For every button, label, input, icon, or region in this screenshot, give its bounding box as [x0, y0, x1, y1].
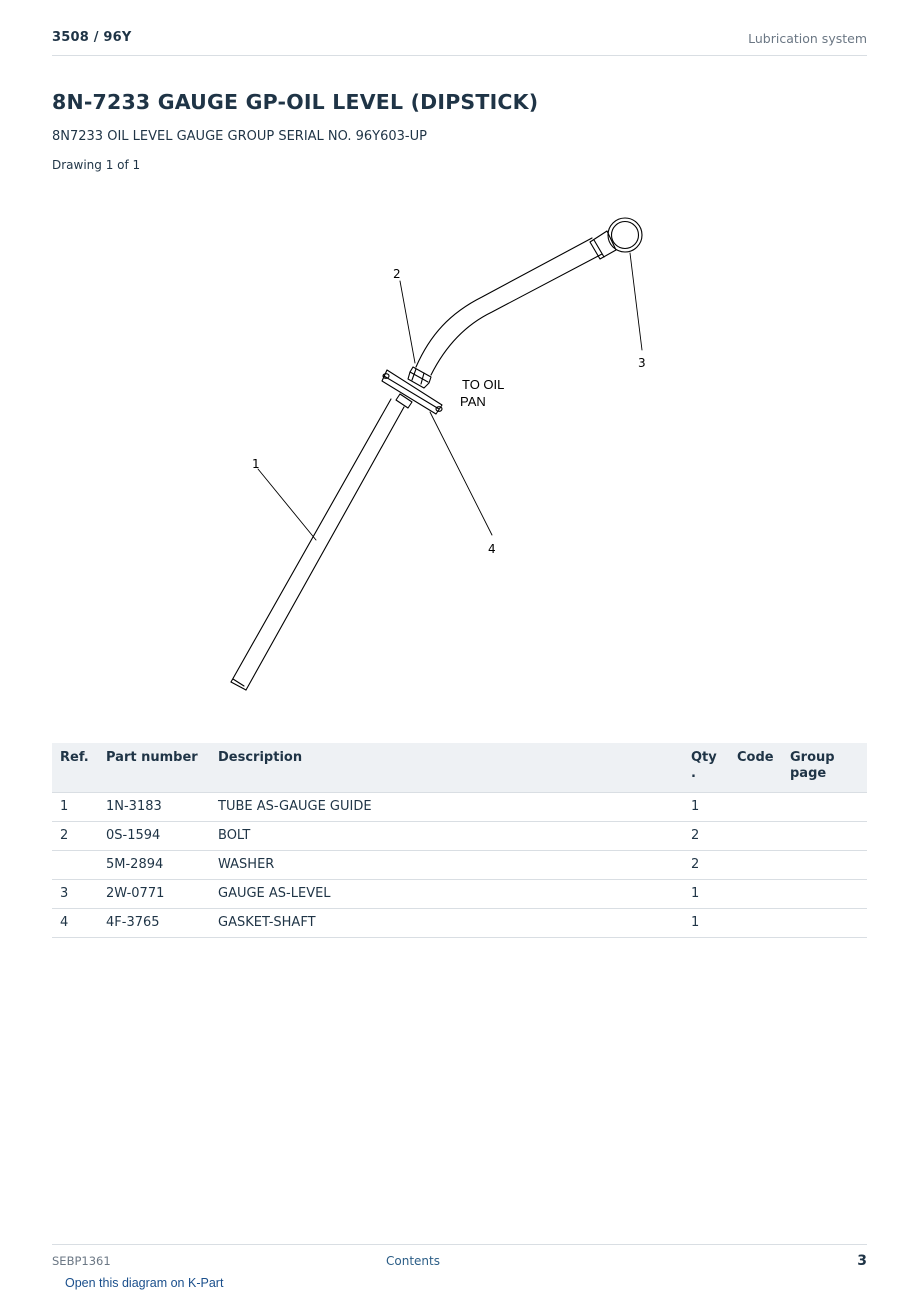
model-breadcrumb: 3508 / 96Y: [52, 30, 132, 45]
cell-part-number: 0S-1594: [98, 821, 210, 851]
section-name: Lubrication system: [748, 31, 867, 46]
cell-code: [729, 821, 782, 851]
cell-qty: 1: [683, 908, 729, 938]
header-group-line2: page: [790, 766, 827, 781]
cell-ref: 4: [52, 908, 98, 938]
cell-description: WASHER: [210, 850, 683, 880]
contents-link[interactable]: Contents: [386, 1254, 440, 1268]
parts-diagram: 2 3 1 4 TO OIL PAN: [230, 217, 646, 691]
cell-ref: 3: [52, 879, 98, 909]
cell-group-page: [782, 879, 867, 909]
header-description: Description: [218, 750, 303, 765]
leader-lines: [257, 252, 643, 541]
cell-description: GAUGE AS-LEVEL: [210, 879, 683, 909]
header-code: Code: [737, 750, 774, 765]
cell-description: BOLT: [210, 821, 683, 851]
page-number: 3: [857, 1253, 867, 1269]
cell-qty: 1: [683, 879, 729, 909]
cell-part-number: 5M-2894: [98, 850, 210, 880]
cell-group-page: [782, 821, 867, 851]
header-qty: Qty.: [683, 743, 729, 792]
header-qty-line1: Qty: [691, 750, 717, 765]
bolt: [407, 366, 432, 389]
header-ref: Ref.: [60, 750, 89, 765]
table-row: 1 1N-3183 TUBE AS-GAUGE GUIDE 1: [52, 791, 867, 822]
document-number: SEBP1361: [52, 1254, 111, 1268]
cell-description: TUBE AS-GAUGE GUIDE: [210, 791, 683, 822]
cell-qty: 2: [683, 850, 729, 880]
cell-code: [729, 791, 782, 822]
guide-tube: [230, 398, 405, 691]
page-subtitle: 8N7233 OIL LEVEL GAUGE GROUP SERIAL NO. …: [52, 129, 427, 144]
callout-4: 4: [488, 542, 496, 556]
cell-description: GASKET-SHAFT: [210, 908, 683, 938]
page-header: 3508 / 96Y Lubrication system: [52, 28, 867, 56]
cell-qty: 1: [683, 791, 729, 822]
cell-code: [729, 879, 782, 909]
gauge-tube: [415, 230, 617, 376]
note-line-2: PAN: [460, 394, 486, 409]
cell-ref: [52, 850, 98, 880]
kpart-link[interactable]: Open this diagram on K-Part: [65, 1276, 224, 1290]
table-row: 3 2W-0771 GAUGE AS-LEVEL 1: [52, 879, 867, 909]
cell-part-number: 2W-0771: [98, 879, 210, 909]
header-part-number: Part number: [106, 750, 198, 765]
callout-2: 2: [393, 267, 401, 281]
cell-code: [729, 908, 782, 938]
table-header-row: Ref. Part number Description Qty. Code G…: [52, 743, 867, 792]
cell-part-number: 1N-3183: [98, 791, 210, 822]
table-row: 2 0S-1594 BOLT 2: [52, 821, 867, 851]
cell-ref: 2: [52, 821, 98, 851]
page-footer: SEBP1361 Contents 3: [52, 1244, 867, 1284]
cell-code: [729, 850, 782, 880]
drawing-count: Drawing 1 of 1: [52, 158, 141, 172]
cell-ref: 1: [52, 791, 98, 822]
callout-1: 1: [252, 457, 260, 471]
note-line-1: TO OIL: [462, 377, 504, 392]
cell-group-page: [782, 850, 867, 880]
cell-qty: 2: [683, 821, 729, 851]
cell-group-page: [782, 791, 867, 822]
table-row: 4 4F-3765 GASKET-SHAFT 1: [52, 908, 867, 938]
header-qty-line2: .: [691, 766, 696, 781]
parts-table: Ref. Part number Description Qty. Code G…: [52, 743, 867, 938]
flange-plate: [381, 369, 443, 415]
ring-handle: [607, 217, 643, 253]
page-title: 8N-7233 GAUGE GP-OIL LEVEL (DIPSTICK): [52, 90, 539, 114]
callout-3: 3: [638, 356, 646, 370]
header-group-line1: Group: [790, 750, 835, 765]
cell-part-number: 4F-3765: [98, 908, 210, 938]
cell-group-page: [782, 908, 867, 938]
table-row: 5M-2894 WASHER 2: [52, 850, 867, 880]
